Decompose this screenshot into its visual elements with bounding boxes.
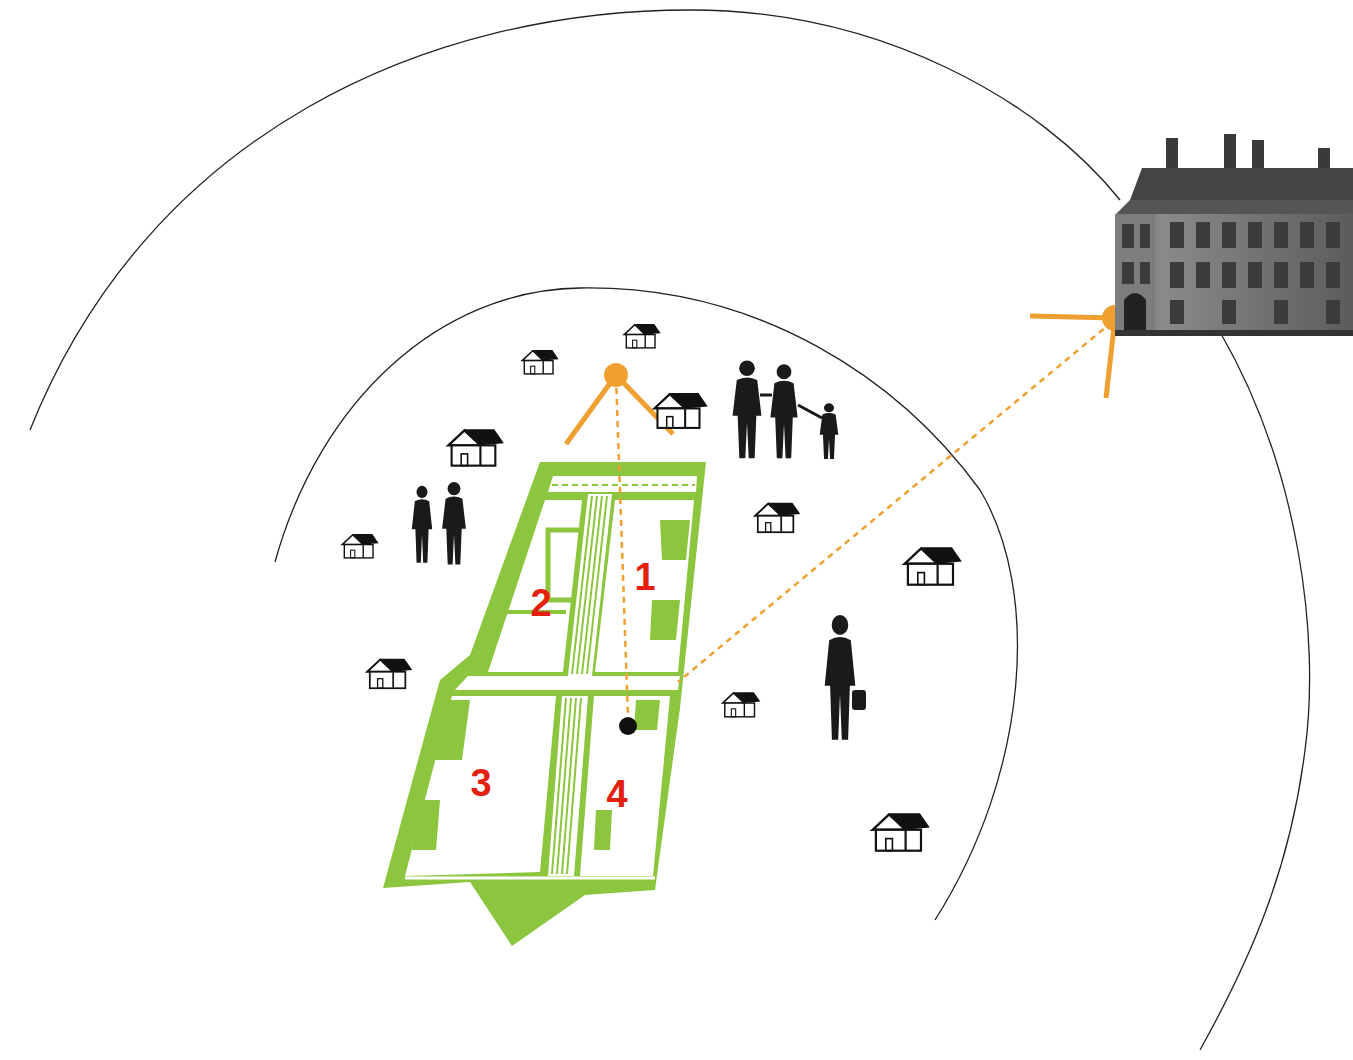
person-silhouette [825,615,856,740]
park-plan [577,496,597,674]
viewpoint-symbol [566,375,616,444]
house-icon [522,350,558,374]
park-plan [412,800,440,850]
manor-house [1122,224,1134,248]
manor-house [1170,300,1184,324]
manor-house [1122,222,1340,324]
park-plan [548,696,588,876]
manor-house [1274,300,1288,324]
park-plan [582,496,602,674]
callout-number: 4 [606,775,627,813]
person-silhouette [442,482,466,565]
manor-house [1130,168,1353,200]
park-plan [383,462,706,946]
viewpoint-symbol [604,363,628,387]
person-silhouette [852,690,866,710]
park-plan [572,496,607,674]
park-plan [660,520,690,560]
house-icon [723,692,761,717]
park-plan [488,500,582,672]
manor-house [1224,134,1236,168]
manor-house [1300,222,1314,248]
manor-house [1300,262,1314,288]
park-plan [405,696,556,876]
viewpoint-symbol [566,305,1128,444]
person-silhouette [798,405,822,418]
manor-house [1124,293,1146,336]
manor-house [1122,262,1134,284]
park-plan [405,877,655,880]
person-silhouette [412,486,432,563]
manor-house [1140,262,1150,284]
house-icon [755,503,800,532]
park-plan [548,476,697,492]
park-plan [587,496,607,674]
house-icon [448,429,503,465]
house-icon [342,534,378,558]
park-plan [552,698,581,874]
viewer-dot [619,717,637,735]
park-plan [567,698,581,874]
sight-line [678,322,1112,682]
manor-house [1196,262,1210,288]
manor-house [1326,300,1340,324]
person-silhouette [733,360,762,458]
manor-house [1115,134,1353,336]
person-silhouette [760,394,772,397]
distance-arc [275,288,1017,920]
distance-arc [30,10,1310,1050]
house-icon [873,813,930,850]
manor-house [1252,140,1264,170]
callout-number: 3 [470,764,491,802]
manor-house [1248,262,1262,288]
house-icon [624,324,660,348]
manor-house [1274,222,1288,248]
park-plan [568,494,612,676]
manor-house [1222,262,1236,288]
manor-house [1166,138,1178,170]
person-silhouette [412,360,866,739]
house-icon [342,324,962,851]
manor-house [1274,262,1288,288]
house-icon [654,393,707,428]
park-plan [580,696,670,876]
manor-house [1115,214,1353,336]
manor-house [1248,222,1262,248]
park-plan [595,500,694,672]
manor-house [1115,330,1353,336]
callout-number: 2 [530,584,551,622]
manor-house [1326,262,1340,288]
person-silhouette [770,364,797,458]
house-icon [905,547,962,584]
park-plan [455,676,680,690]
manor-house [1170,222,1184,248]
sight-line [616,322,1112,718]
park-plan [383,462,706,946]
park-plan [552,484,695,486]
person-silhouette [820,403,839,459]
park-plan [594,810,612,850]
house-icon [367,659,412,688]
park-plan [432,700,470,760]
sight-line [616,377,628,718]
distance-arc [30,10,1120,430]
manor-house [1222,222,1236,248]
manor-house [1170,262,1184,288]
manor-house [1222,300,1236,324]
park-plan [650,600,680,640]
callout-number: 1 [634,558,655,596]
manor-house [1115,214,1155,336]
manor-house [1140,224,1150,248]
distance-arc [1200,332,1310,1050]
manor-house [1326,222,1340,248]
manor-house [1115,200,1353,215]
park-plan [634,700,660,730]
manor-house [1196,222,1210,248]
